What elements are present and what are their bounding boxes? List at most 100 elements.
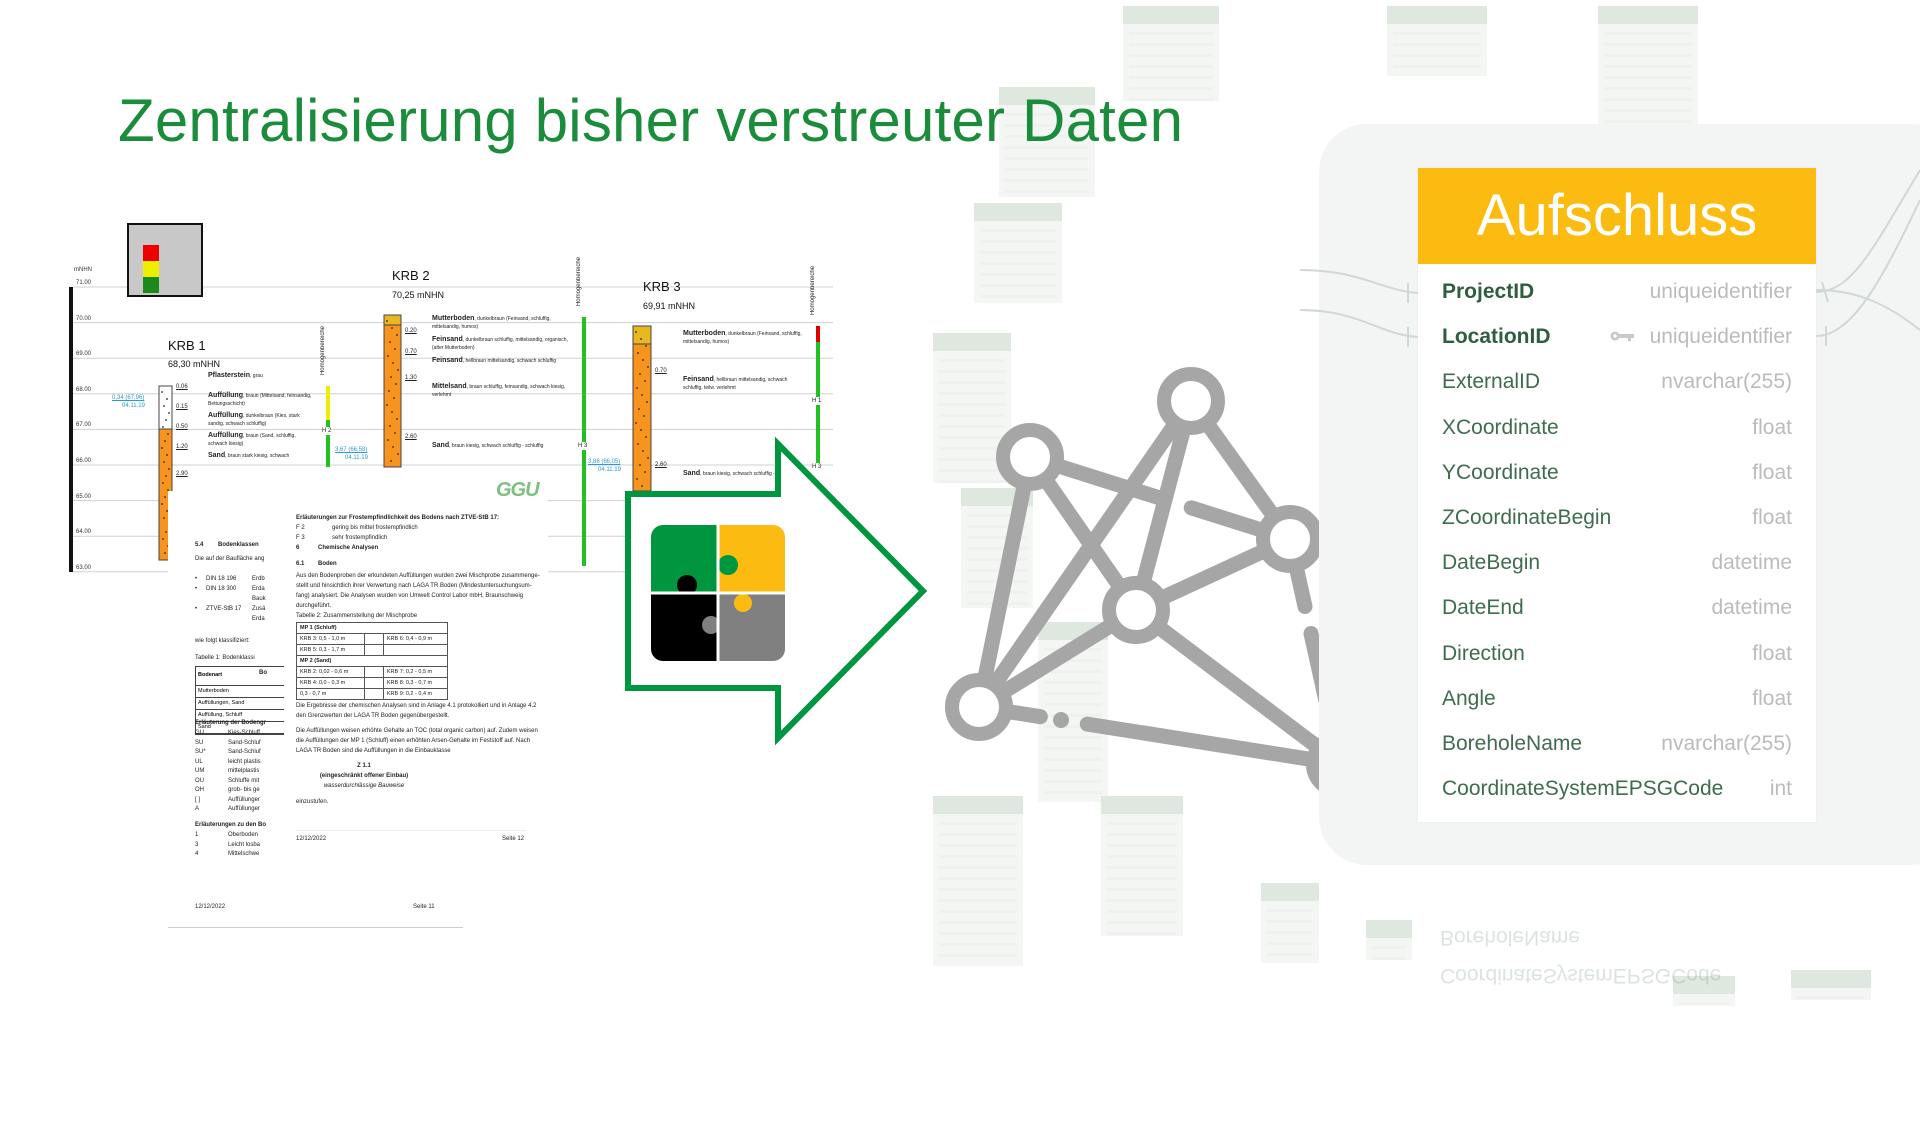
er-field-faint bbox=[1393, 43, 1481, 46]
document-text: F 3 bbox=[296, 535, 305, 541]
sand-dot bbox=[165, 419, 167, 421]
er-field-faint bbox=[1604, 109, 1692, 112]
water-level-date: 04.11.19 bbox=[345, 455, 368, 461]
er-field-faint bbox=[1797, 996, 1865, 999]
er-field-faint bbox=[1129, 76, 1213, 79]
table-cell: KRB 9: 0,2 - 0,4 m bbox=[382, 688, 449, 700]
sand-dot bbox=[642, 359, 644, 361]
table-cell: KRB 6: 0,4 - 0,9 m bbox=[382, 633, 449, 645]
layer-detail: , dunkelbraun (Feinsand, schluffig, mitt… bbox=[432, 316, 551, 330]
er-table-header-faint bbox=[1366, 920, 1412, 938]
field-name: Angle bbox=[1442, 686, 1496, 710]
er-table-faint bbox=[1101, 796, 1183, 936]
document-text: Erläuterungen zur Frostempfindlichkeit d… bbox=[296, 515, 500, 521]
er-field-faint bbox=[967, 580, 1027, 583]
er-field-faint bbox=[1129, 65, 1213, 68]
sand-dot bbox=[168, 412, 170, 414]
layer-depth: 0.50 bbox=[176, 424, 188, 430]
field-type: uniqueidentifier bbox=[1649, 280, 1792, 303]
document-text: den Grenzwerten der LAGA TR Boden gegenü… bbox=[296, 713, 450, 719]
er-field-faint bbox=[1372, 946, 1406, 949]
er-field-faint bbox=[939, 392, 1005, 395]
layer-description: Sand, braun kiesig, schwach schluffig - … bbox=[432, 442, 570, 450]
sand-dot bbox=[163, 461, 165, 463]
sand-dot bbox=[167, 433, 169, 435]
sand-dot bbox=[637, 443, 639, 445]
sand-dot bbox=[637, 352, 639, 354]
field-type: float bbox=[1752, 506, 1792, 529]
document-text: wie folgt klassifiziert: bbox=[195, 638, 250, 644]
axis-tick-label: 68.00 bbox=[76, 386, 92, 393]
sand-dot bbox=[162, 538, 164, 540]
table-row: KRB 5: 0,3 - 1,7 m bbox=[296, 644, 449, 656]
field-type: datetime bbox=[1711, 596, 1792, 620]
er-table-header-faint bbox=[1123, 6, 1219, 24]
table-group-header: MP 1 (Schluff) bbox=[296, 622, 448, 634]
er-table-header-faint bbox=[1598, 6, 1698, 24]
sand-dot bbox=[644, 380, 646, 382]
layer-title: Sand bbox=[683, 470, 701, 477]
layer-detail: , braun (Mittelsand, feinsandig, Bettung… bbox=[208, 393, 312, 407]
document-text: (eingeschränkt offener Einbau) bbox=[319, 773, 409, 779]
er-field-faint bbox=[939, 822, 1017, 825]
er-field-faint bbox=[939, 425, 1005, 428]
er-field-faint bbox=[980, 273, 1056, 276]
sand-dot bbox=[645, 436, 647, 438]
er-field-faint bbox=[939, 480, 1005, 483]
document-text: UL bbox=[195, 758, 203, 765]
er-field-faint bbox=[980, 262, 1056, 265]
document-text: DIN 18 196 bbox=[206, 576, 237, 582]
document-text: GU bbox=[195, 730, 204, 736]
layer-depth: 0.70 bbox=[405, 349, 417, 355]
document-text: Chemische Analysen bbox=[318, 545, 379, 551]
document-text: gering bis mittel frostempfindlich bbox=[332, 525, 418, 531]
document-text: OU bbox=[195, 777, 204, 784]
table-card-title: Aufschluss bbox=[1418, 168, 1816, 264]
sand-dot bbox=[164, 552, 166, 554]
water-level: 3,67 (66,58) bbox=[335, 447, 368, 453]
layer-description: Sand, braun kiesig, schwach schluffig - … bbox=[683, 470, 805, 478]
document-text: Auffüllunger bbox=[228, 796, 260, 803]
document-text: [ ] bbox=[195, 796, 201, 803]
document-text: grob- bis ge bbox=[228, 787, 260, 793]
axis-tick-label: 63.00 bbox=[76, 564, 92, 571]
layer-description: Auffüllung, braun (Mittelsand, feinsandi… bbox=[208, 392, 314, 408]
document-text: SU* bbox=[195, 749, 206, 755]
er-field-faint bbox=[980, 295, 1056, 298]
layer-depth: 0.20 bbox=[405, 328, 417, 334]
document-text: Erda bbox=[252, 616, 265, 622]
er-field-faint bbox=[1267, 953, 1313, 956]
document-text: Erläuterungen zu den Bo bbox=[195, 822, 267, 828]
bullet: • bbox=[195, 586, 198, 592]
layer-description: Auffüllung, braun (Sand, schluffig, schw… bbox=[208, 432, 314, 448]
table-cell: KRB 3: 0,5 - 1,0 m bbox=[296, 633, 365, 645]
sand-dot bbox=[162, 482, 164, 484]
sand-dot bbox=[647, 457, 649, 459]
table-row: Sand bbox=[196, 722, 286, 734]
layer-depth: 0.06 bbox=[176, 384, 188, 390]
er-table-faint bbox=[1366, 920, 1412, 960]
er-field-faint bbox=[939, 458, 1005, 461]
document-text: einzustufen. bbox=[296, 799, 329, 805]
water-level: 3,86 (66,05) bbox=[588, 459, 621, 465]
sand-dot bbox=[161, 447, 163, 449]
table-header: Bodenart bbox=[196, 667, 286, 686]
er-field-faint bbox=[1044, 648, 1102, 651]
er-field-faint bbox=[1604, 54, 1692, 57]
er-field-faint bbox=[1129, 98, 1213, 101]
